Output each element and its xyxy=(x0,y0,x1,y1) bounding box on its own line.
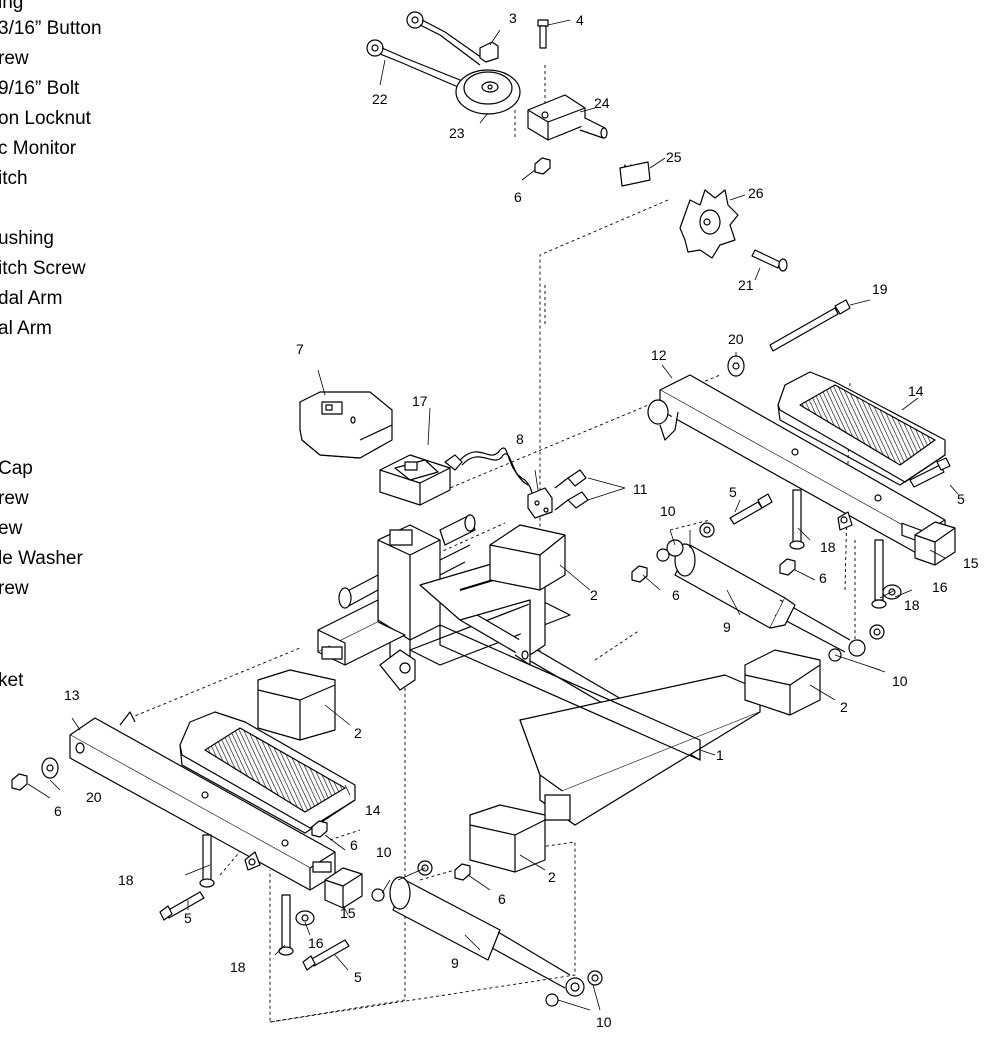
callout-2: 2 xyxy=(548,869,556,885)
callout-6: 6 xyxy=(672,587,680,603)
callout-14: 14 xyxy=(908,383,924,399)
resistance-cylinder xyxy=(389,539,866,997)
callout-18: 18 xyxy=(904,597,920,613)
callout-14: 14 xyxy=(365,802,381,818)
parts-list-item: 3/16” Button xyxy=(0,18,102,39)
callout-5: 5 xyxy=(957,491,965,507)
callout-10: 10 xyxy=(660,503,676,519)
electronic-monitor xyxy=(299,391,393,459)
callout-26: 26 xyxy=(748,185,764,201)
callout-23: 23 xyxy=(449,125,465,141)
callout-25: 25 xyxy=(666,149,682,165)
callout-6: 6 xyxy=(54,803,62,819)
callout-15: 15 xyxy=(340,905,356,921)
parts-list-item: rew xyxy=(0,488,29,509)
callout-10: 10 xyxy=(892,673,908,689)
callout-1: 1 xyxy=(716,747,724,763)
callout-19: 19 xyxy=(872,281,888,297)
callout-16: 16 xyxy=(308,935,324,951)
callout-6: 6 xyxy=(498,891,506,907)
callout-12: 12 xyxy=(651,347,667,363)
callout-9: 9 xyxy=(451,955,459,971)
callout-3: 3 xyxy=(509,10,517,26)
parts-list-item: ew xyxy=(0,518,23,539)
parts-list: ing 3/16” Button rew 9/16” Bolt on Lockn… xyxy=(0,0,170,1051)
pedal-bolt xyxy=(199,489,887,956)
callout-18: 18 xyxy=(230,959,246,975)
parts-list-item: Cap xyxy=(0,458,33,479)
parts-list-item: ushing xyxy=(0,228,54,249)
callout-21: 21 xyxy=(738,277,754,293)
parts-list-item: rew xyxy=(0,578,29,599)
callout-10: 10 xyxy=(596,1014,612,1030)
callout-2: 2 xyxy=(590,587,598,603)
callout-24: 24 xyxy=(594,95,610,111)
washer xyxy=(41,355,745,779)
tension-assembly xyxy=(366,11,788,272)
parts-list-item: on Locknut xyxy=(0,108,91,129)
switch-screw xyxy=(554,469,589,511)
callout-6: 6 xyxy=(350,837,358,853)
callout-18: 18 xyxy=(118,872,134,888)
callout-2: 2 xyxy=(840,699,848,715)
callout-15: 15 xyxy=(963,555,979,571)
switch-bushing xyxy=(379,454,451,506)
bolt xyxy=(159,457,951,971)
parts-list-item: rew xyxy=(0,48,29,69)
left-pedal-arm xyxy=(69,711,336,891)
callout-6: 6 xyxy=(514,189,522,205)
callout-4: 4 xyxy=(576,12,584,28)
callout-8: 8 xyxy=(516,431,524,447)
leader-lines xyxy=(27,19,959,1011)
parts-list-item: ing xyxy=(0,0,24,13)
callout-2: 2 xyxy=(354,725,362,741)
callouts: 1 2 2 2 2 3 4 5 5 5 5 6 6 6 6 6 6 7 8 9 … xyxy=(54,10,979,1030)
arm-end-cap xyxy=(324,521,956,909)
pedal xyxy=(179,371,946,834)
callout-20: 20 xyxy=(728,331,744,347)
parts-list-item: ket xyxy=(0,670,24,691)
callout-11: 11 xyxy=(633,481,648,497)
callout-18: 18 xyxy=(820,539,836,555)
parts-list-item: itch xyxy=(0,168,28,189)
locknut xyxy=(11,157,796,881)
parts-list-item: itch Screw xyxy=(0,258,86,279)
callout-16: 16 xyxy=(932,579,948,595)
callout-5: 5 xyxy=(729,484,737,500)
axle-bolt xyxy=(769,299,851,352)
callout-20: 20 xyxy=(86,789,102,805)
callout-13: 13 xyxy=(64,687,80,703)
callout-5: 5 xyxy=(184,910,192,926)
base-frame xyxy=(317,514,761,826)
callout-6: 6 xyxy=(819,570,827,586)
switch-wire xyxy=(444,447,553,519)
callout-7: 7 xyxy=(296,341,304,357)
callout-5: 5 xyxy=(354,969,362,985)
callout-9: 9 xyxy=(723,619,731,635)
end-cap xyxy=(257,524,821,873)
parts-list-item: dal Arm xyxy=(0,288,63,309)
parts-list-item: c Monitor xyxy=(0,138,77,159)
parts-list-item: 9/16” Bolt xyxy=(0,78,80,99)
callout-22: 22 xyxy=(372,91,388,107)
callout-17: 17 xyxy=(412,393,428,409)
callout-10: 10 xyxy=(376,844,392,860)
parts-list-item: al Arm xyxy=(0,318,52,339)
parts-list-item: le Washer xyxy=(0,548,83,569)
